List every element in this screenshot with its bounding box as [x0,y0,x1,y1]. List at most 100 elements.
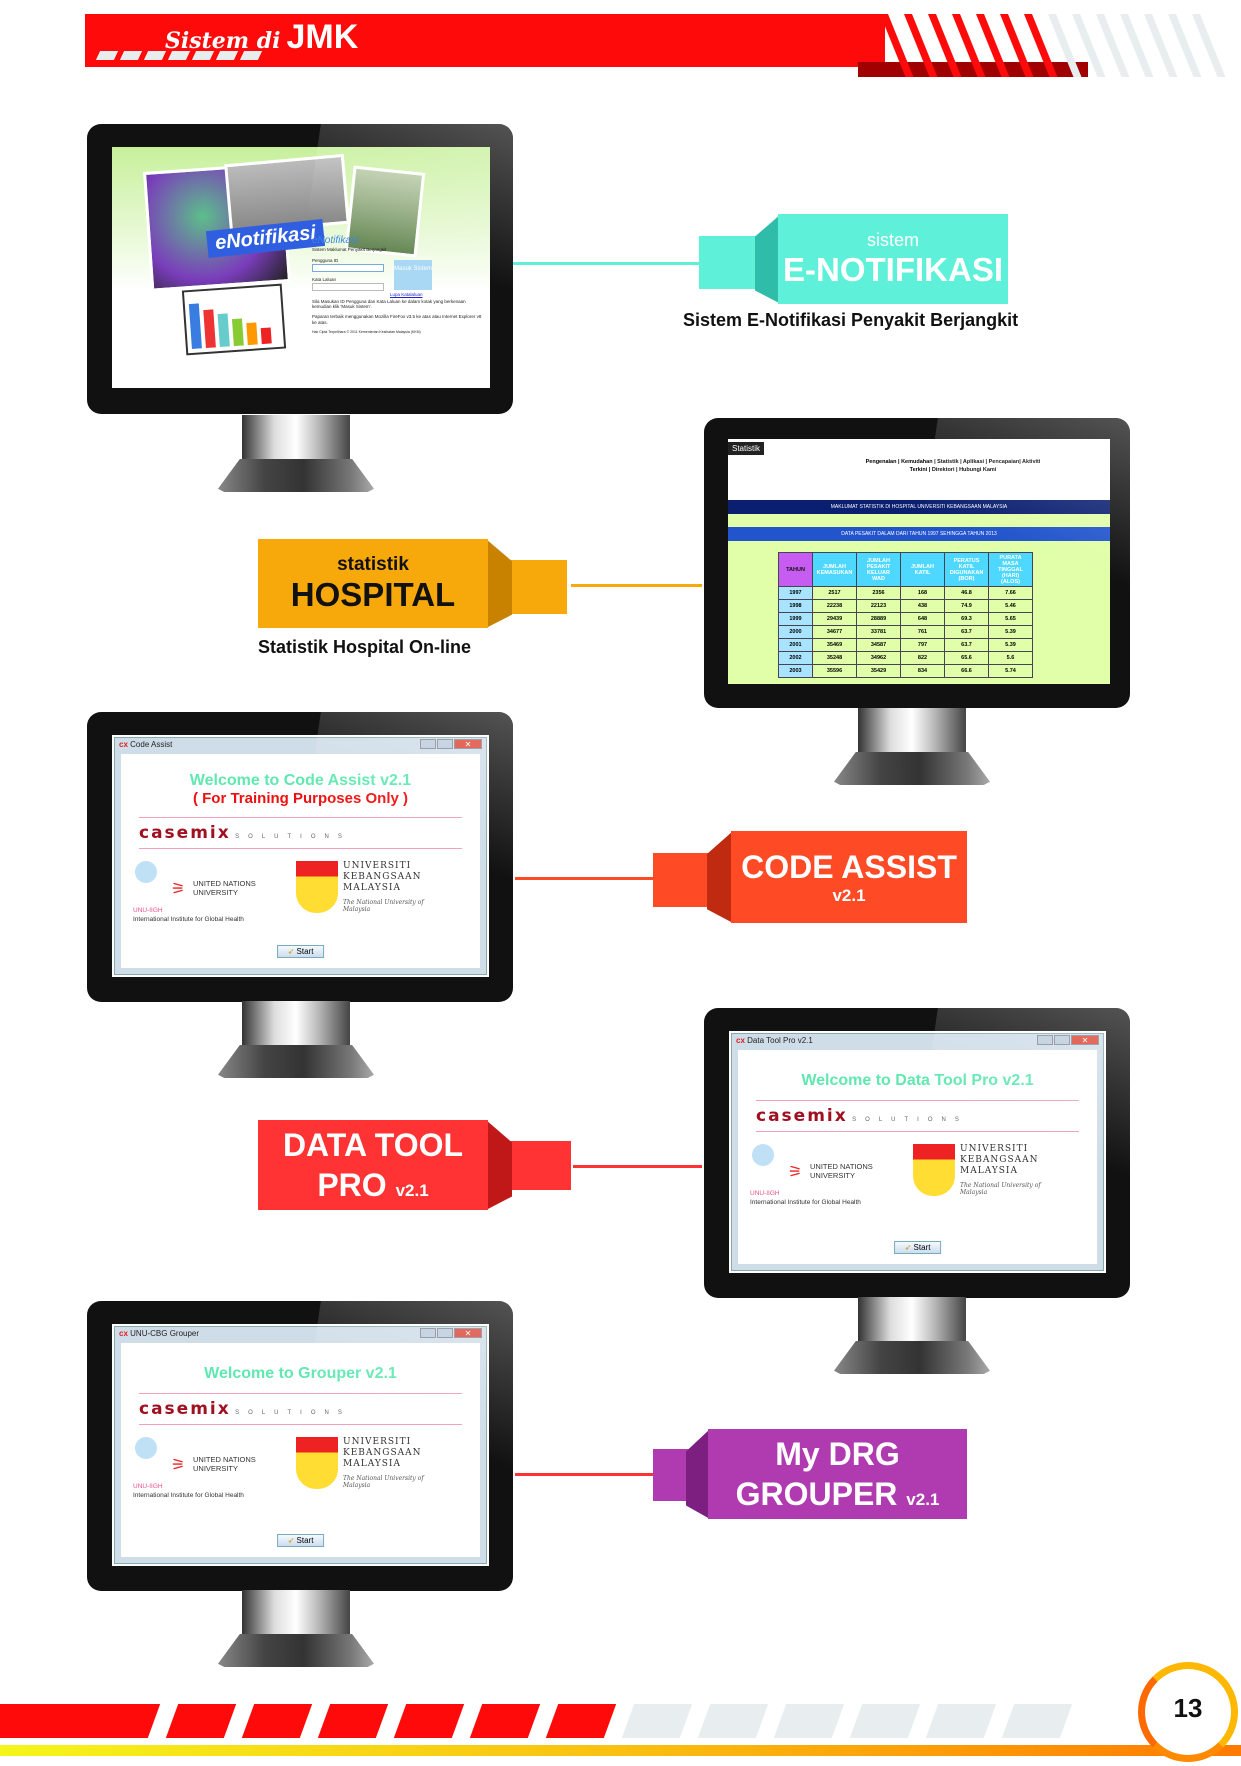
maximize-button[interactable] [437,739,453,749]
un-emblem-icon [135,861,157,883]
callout-code-assist: CODE ASSIST v2.1 [731,831,967,923]
table-cell: 5.6 [988,651,1033,665]
login-button[interactable]: Masuk Sistem [394,260,432,290]
start-label: Start [913,1243,931,1252]
table-cell: 5.65 [988,612,1033,626]
callout-title-2: PRO [317,1167,387,1203]
connector-line [573,1165,702,1168]
cx-icon: cx [119,1329,128,1338]
unu-name: UNITED NATIONS UNIVERSITY [193,1455,256,1473]
table-cell: 1999 [778,612,813,626]
table-cell: 66.6 [944,664,989,678]
minimize-button[interactable] [420,1328,436,1338]
maximize-button[interactable] [437,1328,453,1338]
footer-stripe [1001,1704,1073,1738]
close-button[interactable]: ✕ [454,739,482,749]
column-header: PERATUS KATIL DIGUNAKAN (BOR) [944,552,989,587]
ukm-name: UNIVERSITI KEBANGSAAN MALAYSIA [343,1437,422,1469]
window-body: Welcome to Code Assist v2.1 ( For Traini… [121,754,480,968]
ukm-name: UNIVERSITI KEBANGSAAN MALAYSIA [960,1144,1039,1176]
nav-line-1[interactable]: Pengenalan | Kemudahan | Statistik | Apl… [865,459,1041,465]
footer-stripe [697,1704,769,1738]
ukm-crest-icon [913,1144,955,1196]
connector-line [571,584,702,587]
bar-chart-image [181,283,287,356]
start-button[interactable]: ➶ Start [893,1241,942,1254]
footer-stripe [165,1704,237,1738]
app-window: cx Code Assist ✕ Welcome to Code Assist … [114,737,487,975]
unu-iigh: UNU-IIGH [133,907,163,914]
monitor-hospital: Statistik Pengenalan | Kemudahan | Stati… [704,418,1130,708]
unu-name: UNITED NATIONS UNIVERSITY [193,879,256,897]
partner-logos: ⚞ UNITED NATIONS UNIVERSITY UNU-IIGH Int… [738,1144,1097,1224]
table-cell: 74.9 [944,599,989,613]
table-cell: 797 [900,638,945,652]
footer-stripe [317,1704,389,1738]
table-cell: 2003 [778,664,813,678]
table-cell: 35248 [812,651,857,665]
connector-line [515,1473,655,1476]
maximize-button[interactable] [1054,1035,1070,1045]
welcome-text: Welcome to Grouper v2.1 [204,1365,397,1382]
ukm-crest-icon [296,861,338,913]
ukm-english: The National University of Malaysia [343,899,424,913]
table-cell: 822 [900,651,945,665]
start-button[interactable]: ➶ Start [276,1534,325,1547]
footer-stripe [773,1704,845,1738]
window-controls: ✕ [1037,1035,1099,1045]
content-area: MAKLUMAT STATISTIK DI HOSPITAL UNIVERSIT… [728,500,1110,684]
window-controls: ✕ [420,739,482,749]
close-button[interactable]: ✕ [454,1328,482,1338]
solutions-wordmark: SOLUTIONS [235,1410,351,1416]
ukm-english: The National University of Malaysia [960,1182,1041,1196]
monitor-stand [834,1297,990,1376]
data-tool-screen: cx Data Tool Pro v2.1 ✕ Welcome to Data … [729,1031,1106,1273]
footer-stripe [849,1704,921,1738]
header-script: Sistem di [165,28,281,54]
column-header: TAHUN [778,552,813,587]
table-cell: 35596 [812,664,857,678]
close-button[interactable]: ✕ [1071,1035,1099,1045]
table-cell: 34962 [856,651,901,665]
app-desc: Sistem Maklumat Penyakit Berjangkit [312,247,387,252]
casemix-logo: casemix SOLUTIONS [139,1393,462,1425]
table-cell: 761 [900,625,945,639]
stats-subbanner: DATA PESAKIT DALAM DARI TAHUN 1997 SEHIN… [728,527,1110,541]
table-cell: 648 [900,612,945,626]
table-cell: 65.6 [944,651,989,665]
window-title: cx UNU-CBG Grouper [119,1329,199,1338]
hospital-screen: Statistik Pengenalan | Kemudahan | Stati… [728,439,1110,684]
stats-banner: MAKLUMAT STATISTIK DI HOSPITAL UNIVERSIT… [728,500,1110,514]
minimize-button[interactable] [1037,1035,1053,1045]
password-input[interactable] [312,282,384,291]
welcome-text: Welcome to Data Tool Pro v2.1 [801,1072,1034,1089]
table-cell: 34677 [812,625,857,639]
table-cell: 35469 [812,638,857,652]
iigh-name: International Institute for Global Healt… [133,916,244,923]
forgot-password-link[interactable]: Lupa Katalaluan [390,292,423,297]
table-cell: 33781 [856,625,901,639]
minimize-button[interactable] [420,739,436,749]
start-button[interactable]: ➶ Start [276,945,325,958]
start-icon: ➶ [904,1243,912,1252]
callout-data-tool: DATA TOOL PRO v2.1 [258,1120,488,1210]
nav-line-2[interactable]: Terkini | Direktori | Hubungi Kami [909,467,997,473]
code-assist-screen: cx Code Assist ✕ Welcome to Code Assist … [112,735,489,977]
window-title-text: UNU-CBG Grouper [130,1329,200,1338]
user-id-input[interactable] [312,263,384,272]
copyright: Hak Cipta Terpelihara © 2011 Kementerian… [312,329,421,334]
footer-stripe [621,1704,693,1738]
ukm-name: UNIVERSITI KEBANGSAAN MALAYSIA [343,861,422,893]
start-label: Start [296,1536,314,1545]
start-icon: ➶ [287,947,295,956]
table-cell: 5.39 [988,625,1033,639]
enotifikasi-subtitle: Sistem E-Notifikasi Penyakit Berjangkit [683,310,1019,330]
column-header: JUMLAH KATIL [900,552,945,587]
cx-icon: cx [119,740,128,749]
connector-line [515,877,655,880]
